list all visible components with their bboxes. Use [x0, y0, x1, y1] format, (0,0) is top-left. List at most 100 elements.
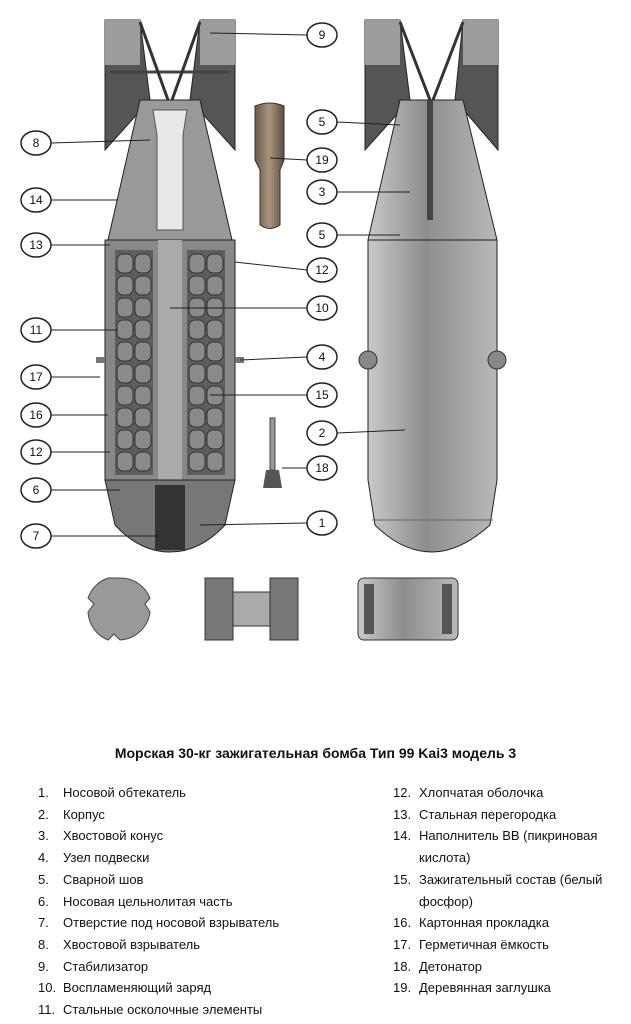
- steel-pellet: [116, 319, 134, 340]
- steel-pellet: [188, 253, 206, 274]
- callout-number: 19: [315, 153, 329, 167]
- wooden-plug: [254, 102, 285, 229]
- legend-text: Узел подвески: [63, 850, 150, 866]
- legend-item: 15.Зажигательный состав (белый фосфор): [393, 869, 623, 912]
- callout-circle: [20, 130, 52, 156]
- callout-number: 16: [29, 408, 43, 422]
- legend-number: 11.: [38, 1002, 56, 1018]
- callout-circle: [20, 232, 52, 258]
- steel-pellet: [134, 407, 152, 428]
- legend-number: 1.: [38, 785, 49, 800]
- steel-pellet: [188, 341, 206, 362]
- callout-circle: [306, 179, 338, 205]
- callout-18: 18: [282, 455, 338, 481]
- callout-circle: [20, 317, 52, 343]
- callout-12: 12: [234, 257, 338, 283]
- legend-item: 19.Деревянная заглушка: [393, 977, 623, 999]
- steel-pellet: [206, 451, 224, 472]
- callout-9: 9: [209, 22, 338, 48]
- callout-13: 13: [20, 232, 110, 258]
- steel-pellet: [188, 319, 206, 340]
- legend-number: 18.: [393, 958, 412, 974]
- legend-item: 13. Стальная перегородка: [393, 804, 623, 826]
- leader-line: [239, 356, 308, 361]
- legend-item: 14.Наполнитель ВВ (пикриновая кислота): [393, 825, 623, 868]
- steel-pellet: [134, 429, 152, 450]
- legend-text: Картонная прокладка: [419, 915, 549, 931]
- legend-item: 3. Хвостовой конус: [38, 825, 368, 847]
- legend-item: 1.Носовой обтекатель: [38, 782, 368, 804]
- legend-item: 4. Узел подвески: [38, 847, 368, 869]
- legend-number: 16.: [393, 915, 412, 931]
- legend-text: Стабилизатор: [63, 958, 149, 974]
- legend-item: 12.Хлопчатая оболочка: [393, 782, 623, 804]
- legend-item: 11. Стальные осколочные элементы: [38, 999, 368, 1021]
- callout-8: 8: [20, 130, 151, 156]
- leader-line: [50, 139, 151, 144]
- leader-line: [336, 121, 401, 126]
- callout-number: 10: [315, 301, 329, 315]
- callout-circle: [306, 295, 338, 321]
- steel-pellet: [116, 253, 134, 274]
- legend-item: 7.Отверстие под носовой взрыватель: [38, 912, 368, 934]
- callout-2: 2: [306, 420, 406, 446]
- legend-text: Герметичная ёмкость: [419, 936, 549, 952]
- steel-pellet: [134, 319, 152, 340]
- callout-circle: [20, 187, 52, 213]
- steel-pellet: [206, 253, 224, 274]
- legend-number: 3.: [38, 828, 49, 844]
- legend-text: Отверстие под носовой взрыватель: [63, 915, 280, 931]
- legend-number: 14.: [393, 828, 412, 844]
- callout-5: 5: [306, 222, 400, 248]
- steel-pellet: [188, 275, 206, 296]
- legend-text: Воспламеняющий заряд: [63, 980, 212, 996]
- callout-12: 12: [20, 439, 110, 465]
- legend-number: 13.: [393, 806, 412, 822]
- legend-item: 2. Корпус: [38, 804, 368, 826]
- callout-circle: [306, 22, 338, 48]
- callout-circle: [20, 477, 52, 503]
- callout-number: 1: [319, 516, 326, 530]
- leader-line: [234, 261, 308, 271]
- legend-text: Хвостовой конус: [63, 828, 164, 844]
- legend-text: Детонатор: [419, 958, 483, 974]
- leader-line: [209, 32, 308, 36]
- legend-number: 17.: [393, 936, 412, 952]
- callout-circle: [306, 257, 338, 283]
- callout-circle: [306, 109, 338, 135]
- steel-pellet: [134, 341, 152, 362]
- external-bomb: [358, 19, 507, 553]
- legend-text: Стальные осколочные элементы: [63, 1002, 263, 1018]
- steel-pellet: [116, 275, 134, 296]
- legend-number: 12.: [393, 785, 412, 800]
- callout-6: 6: [20, 477, 120, 503]
- callout-number: 2: [319, 426, 326, 440]
- steel-pellet: [188, 429, 206, 450]
- steel-pellet: [134, 297, 152, 318]
- legend-item: 16. Картонная прокладка: [393, 912, 623, 934]
- callout-circle: [20, 364, 52, 390]
- callout-14: 14: [20, 187, 118, 213]
- steel-pellet: [116, 451, 134, 472]
- legend-text: Стальная перегородка: [419, 806, 557, 822]
- callout-number: 6: [33, 483, 40, 497]
- steel-pellet: [206, 429, 224, 450]
- callout-number: 5: [319, 228, 326, 242]
- callout-4: 4: [239, 344, 338, 370]
- callout-circle: [20, 402, 52, 428]
- legend-number: 4.: [38, 850, 49, 866]
- steel-pellet: [116, 429, 134, 450]
- steel-pellet: [188, 407, 206, 428]
- legend-text: Хвостовой взрыватель: [63, 936, 201, 952]
- legend-item: 18. Детонатор: [393, 956, 623, 978]
- steel-pellet: [188, 385, 206, 406]
- callout-3: 3: [306, 179, 410, 205]
- legend-text: Корпус: [63, 806, 105, 822]
- legend-item: 5.Сварной шов: [38, 869, 368, 891]
- legend-number: 8.: [38, 936, 49, 952]
- steel-pellet: [206, 363, 224, 384]
- callout-11: 11: [20, 317, 118, 343]
- steel-pellet: [116, 385, 134, 406]
- legend-right-column: 12.Хлопчатая оболочка 13. Стальная перегор…: [393, 782, 623, 999]
- legend-number: 2.: [38, 806, 49, 822]
